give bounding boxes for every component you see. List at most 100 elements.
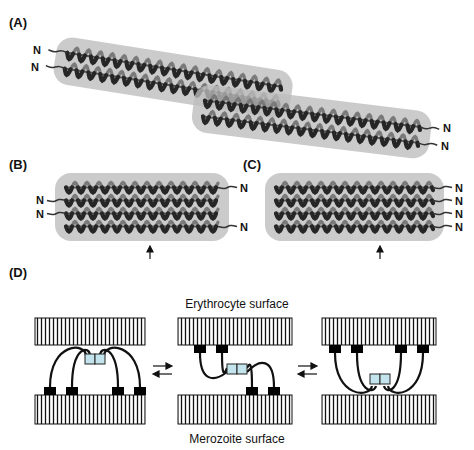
helix-front [324, 188, 330, 193]
helix-front [432, 188, 433, 191]
helix-front [216, 102, 223, 109]
helix-front [226, 119, 233, 126]
terminal-tail [420, 126, 439, 130]
site-arrows [147, 246, 383, 259]
helix-front [288, 201, 294, 206]
helix-front [384, 227, 390, 232]
helix-front [149, 66, 156, 73]
helix-front [420, 227, 426, 232]
helix-front [64, 69, 71, 76]
helix-front [114, 188, 120, 193]
helix-front [173, 70, 180, 77]
helix-front [262, 124, 269, 131]
helix-front [288, 214, 294, 219]
membrane-bar [178, 395, 292, 424]
terminus-label: N [33, 45, 41, 56]
helix-front [208, 75, 215, 82]
helix-front [114, 214, 120, 219]
helix-front [162, 201, 168, 206]
terminus-label: N [441, 141, 449, 152]
panel-label: (A) [9, 16, 27, 29]
helix-front [78, 214, 84, 219]
helix-front [384, 214, 390, 219]
helix-front [299, 112, 306, 119]
molecular-surface [51, 35, 295, 120]
membrane-bar [35, 318, 145, 345]
helix-front [348, 214, 354, 219]
helix-front [336, 201, 342, 206]
helix-bundle [43, 34, 294, 120]
helix-front [111, 76, 118, 83]
helix-front [384, 201, 390, 206]
helix-front [150, 227, 156, 232]
helix-front [66, 214, 72, 219]
helix-front [126, 214, 132, 219]
helix-front [335, 117, 342, 124]
helix-front [99, 74, 106, 81]
helix-front [78, 188, 84, 193]
helix-bundle [190, 83, 441, 161]
helix-front [198, 188, 204, 193]
helix-front [102, 201, 108, 206]
helix-front [371, 121, 378, 128]
helix-front [264, 108, 271, 115]
helix-front [76, 70, 83, 77]
terminus-label: N [31, 62, 39, 73]
membrane-bar [322, 395, 436, 424]
helix-front [102, 58, 109, 65]
helix-front [300, 201, 306, 206]
helix-front [324, 214, 330, 219]
helix-front [288, 227, 294, 232]
helix-front [198, 227, 204, 232]
membrane-bar [178, 318, 292, 345]
helix-front [66, 201, 72, 206]
helix-front [324, 227, 330, 232]
helix-front [312, 214, 318, 219]
terminus-label: N [443, 123, 451, 134]
helix-front [369, 137, 376, 144]
terminal-tail [46, 64, 65, 69]
helix-front [408, 227, 414, 232]
terminal-tail [47, 212, 66, 214]
helix-front [405, 141, 412, 148]
helix-front [360, 201, 366, 206]
helix-front [66, 227, 72, 232]
helix-front [408, 188, 414, 193]
helix-front [126, 201, 132, 206]
helix-front [220, 77, 227, 84]
helix-front [288, 188, 294, 193]
helix-front [420, 214, 426, 219]
terminus-label: N [455, 196, 463, 207]
helix-front [407, 125, 414, 132]
helix-front [123, 78, 130, 85]
helix-front [348, 201, 354, 206]
helix-front [150, 201, 156, 206]
terminal-tail [433, 212, 452, 214]
helix-front [256, 83, 263, 90]
helix-front [276, 214, 282, 219]
helix-front [87, 72, 94, 79]
terminus-label: N [455, 209, 463, 220]
helix-front [161, 68, 168, 75]
helix-front [244, 81, 251, 88]
helix-front [102, 188, 108, 193]
helix-front [311, 114, 318, 121]
helix-front [162, 188, 168, 193]
helix-front [336, 188, 342, 193]
helix-front [286, 127, 293, 134]
helix-front [312, 227, 318, 232]
helix-front [360, 227, 366, 232]
helix-front [182, 87, 189, 94]
helix-front [348, 227, 354, 232]
helix-front [150, 188, 156, 193]
helix-front [288, 111, 295, 118]
panel-label: (B) [9, 158, 27, 171]
helix-front [417, 143, 418, 146]
helix-front [214, 118, 221, 125]
helix-front [359, 120, 366, 127]
helix-front [198, 214, 204, 219]
helix-front [137, 64, 144, 71]
helix-front [420, 188, 426, 193]
